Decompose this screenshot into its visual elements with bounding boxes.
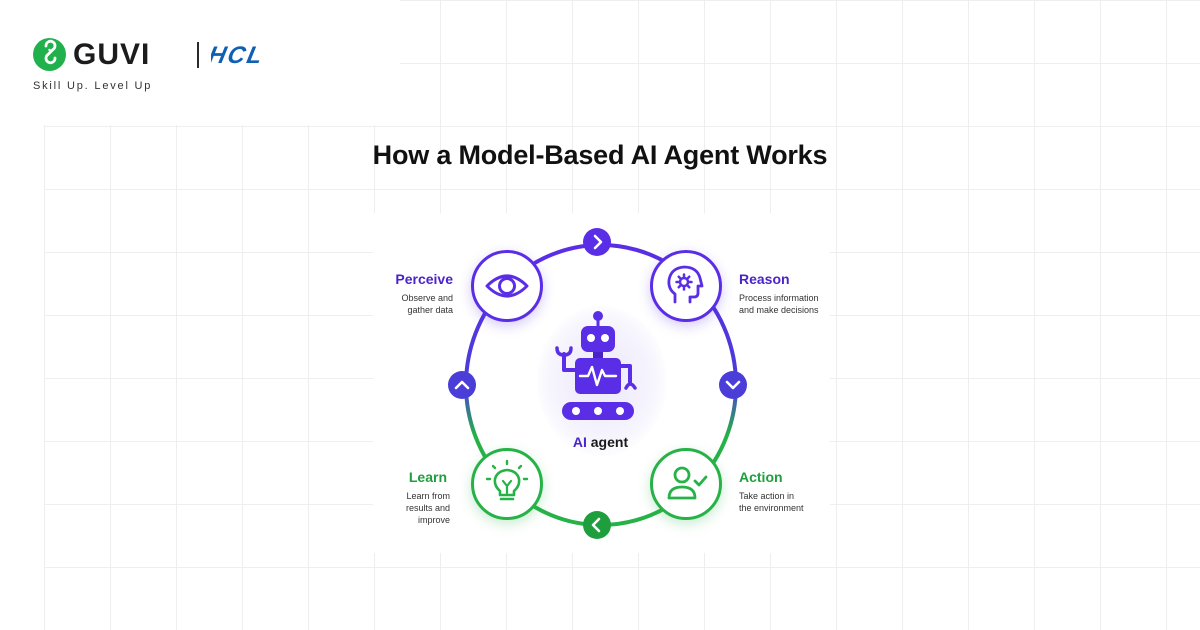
action-title: Action xyxy=(739,469,783,485)
learn-desc-line: results and xyxy=(405,503,450,513)
reason-title: Reason xyxy=(739,271,790,287)
perceive-desc: Observe and gather data xyxy=(373,292,453,316)
action-node xyxy=(650,448,722,520)
background-mask-left xyxy=(0,125,44,630)
chevron-up-icon xyxy=(448,371,476,399)
reason-desc: Process information and make decisions xyxy=(739,292,830,316)
guvi-logo-icon xyxy=(33,38,66,71)
brand-tagline: Skill Up. Level Up xyxy=(33,80,153,92)
robot-icon xyxy=(555,311,637,420)
brand-header[interactable]: GUVI HCL Skill Up. Level Up xyxy=(33,38,333,98)
background-mask xyxy=(0,0,400,125)
eye-icon xyxy=(485,274,529,298)
perceive-desc-line: Observe and xyxy=(401,293,453,303)
action-desc-line: Take action in xyxy=(739,491,795,501)
agent-cycle-diagram: Perceive Observe and gather data Reason … xyxy=(373,213,830,553)
action-desc: Take action in the environment xyxy=(739,490,830,514)
reason-desc-line: Process information xyxy=(739,293,819,303)
user-check-icon xyxy=(667,466,708,500)
learn-desc-line: Learn from xyxy=(406,491,450,501)
page-title: How a Model-Based AI Agent Works xyxy=(372,140,828,170)
perceive-title: Perceive xyxy=(395,271,453,287)
chevron-down-icon xyxy=(719,371,747,399)
brand-divider xyxy=(197,42,199,68)
learn-node xyxy=(471,448,543,520)
center-label: AI agent xyxy=(523,434,678,450)
guvi-wordmark: GUVI xyxy=(73,38,151,71)
perceive-node xyxy=(471,250,543,322)
learn-desc: Learn from results and improve xyxy=(373,490,450,526)
center-label-agent: agent xyxy=(590,434,629,450)
head-gear-icon xyxy=(667,265,704,304)
lightbulb-icon xyxy=(485,459,529,501)
chevron-left-icon xyxy=(583,511,611,539)
center-label-ai: AI xyxy=(572,434,587,450)
chevron-right-icon xyxy=(583,228,611,256)
reason-desc-line: and make decisions xyxy=(739,305,819,315)
perceive-desc-line: gather data xyxy=(407,305,453,315)
svg-text:HCL: HCL xyxy=(211,44,267,66)
reason-node xyxy=(650,250,722,322)
learn-desc-line: improve xyxy=(417,515,450,525)
learn-title: Learn xyxy=(408,469,447,485)
action-desc-line: the environment xyxy=(739,503,804,513)
hcl-logo: HCL xyxy=(206,42,346,71)
